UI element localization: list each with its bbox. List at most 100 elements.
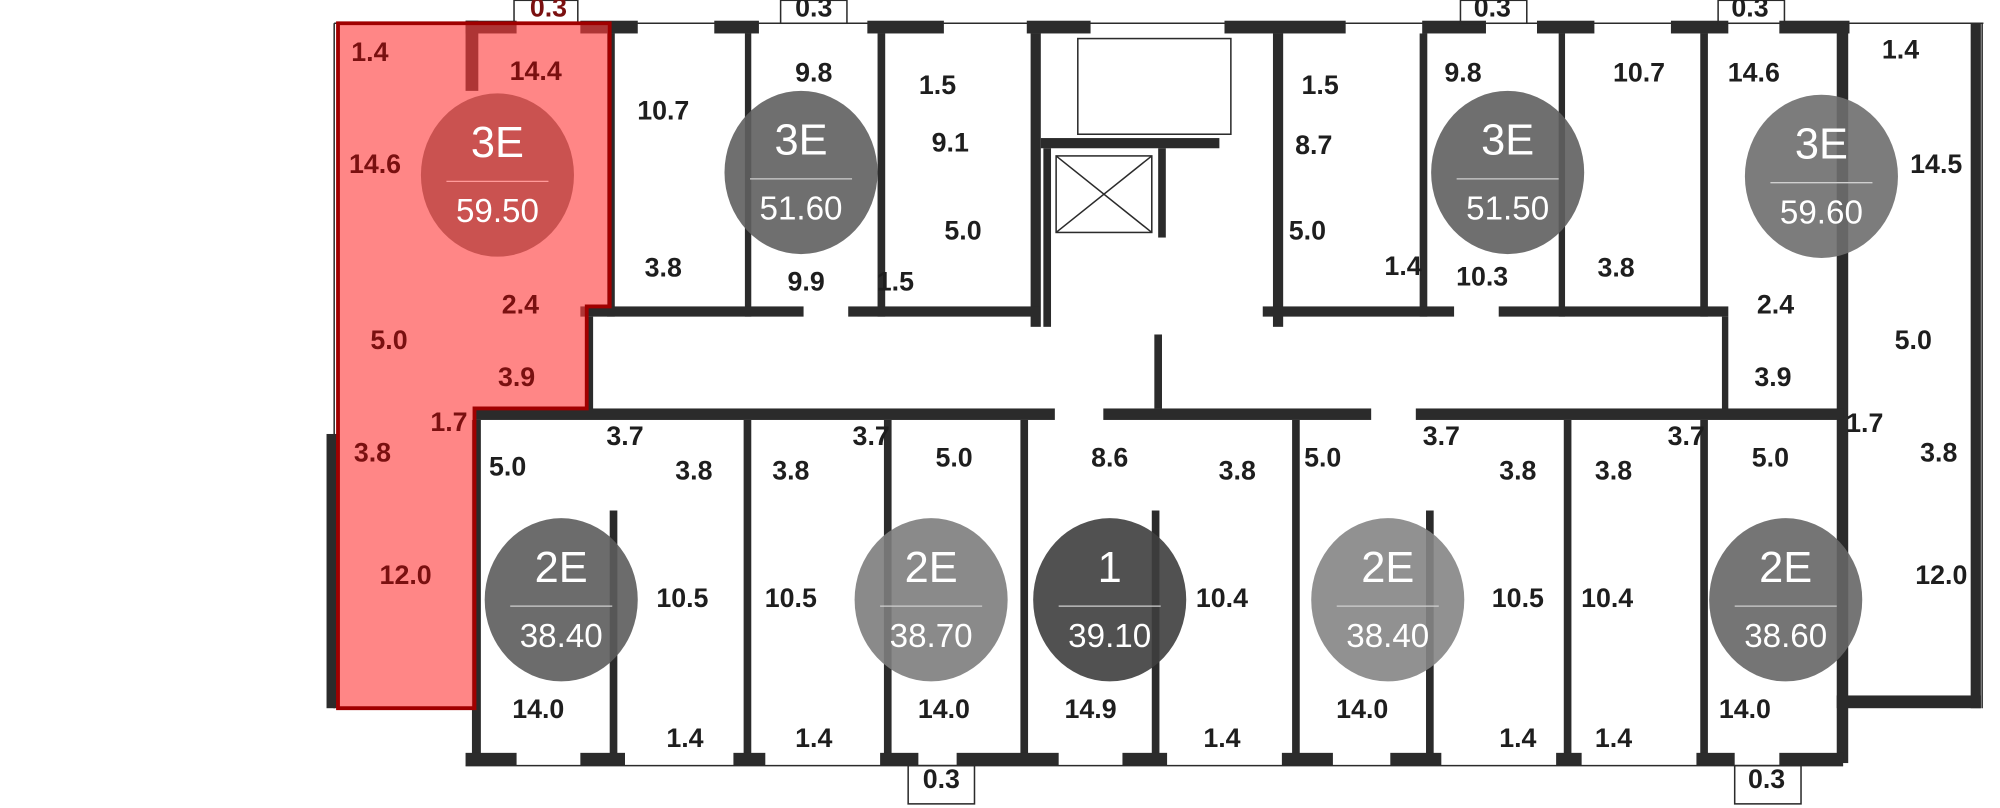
apartment-type: 3E <box>774 117 827 165</box>
apartment-type: 3E <box>1795 120 1848 168</box>
room-area-label: 14.6 <box>1728 57 1780 87</box>
room-area-label: 5.0 <box>1752 443 1789 473</box>
apartment-circle[interactable] <box>1033 518 1187 682</box>
room-area-label: 10.4 <box>1581 583 1633 613</box>
apartment-area: 59.50 <box>456 193 539 230</box>
room-area-label: 3.8 <box>645 253 682 283</box>
room-area-label: 10.3 <box>1456 261 1508 291</box>
room-area-label: 9.1 <box>932 128 969 158</box>
room-area-label: 3.9 <box>1754 362 1791 392</box>
room-area-label: 1.5 <box>919 70 956 100</box>
apartment-circle[interactable] <box>1709 518 1863 682</box>
room-area-label: 1.4 <box>1882 34 1919 64</box>
room-area-label: 10.7 <box>1613 57 1665 87</box>
room-area-label: 0.3 <box>795 0 832 22</box>
room-area-label: 2.4 <box>502 290 539 320</box>
room-area-label: 1.4 <box>1203 723 1240 753</box>
room-area-label: 3.8 <box>772 455 809 485</box>
apartment-marker[interactable]: 139.10 <box>1033 518 1187 682</box>
room-area-label: 5.0 <box>935 443 972 473</box>
room-area-label: 3.7 <box>1423 421 1460 451</box>
room-area-label: 5.0 <box>1895 325 1932 355</box>
apartment-type: 3E <box>1481 117 1534 165</box>
apartment-marker[interactable]: 2E 38.40 <box>1311 518 1465 682</box>
room-area-label: 5.0 <box>370 325 407 355</box>
room-area-label: 0.3 <box>1731 0 1768 22</box>
room-area-label: 5.0 <box>1289 216 1326 246</box>
apartment-area: 38.60 <box>1744 618 1827 655</box>
room-area-label: 0.3 <box>923 764 960 794</box>
room-area-label: 9.8 <box>795 57 832 87</box>
room-area-label: 12.0 <box>1915 560 1967 590</box>
room-area-label: 1.4 <box>1499 723 1536 753</box>
apartment-circle[interactable] <box>854 518 1008 682</box>
apartment-type: 2E <box>1361 544 1414 592</box>
room-area-label: 9.9 <box>788 267 825 297</box>
room-area-label: 10.7 <box>637 96 689 126</box>
apartment-type: 1 <box>1098 544 1122 592</box>
room-area-label: 9.8 <box>1444 57 1481 87</box>
room-area-label: 5.0 <box>1304 443 1341 473</box>
room-area-label: 1.5 <box>1302 70 1339 100</box>
apartment-circle[interactable] <box>420 93 574 257</box>
room-area-label: 10.4 <box>1196 583 1248 613</box>
room-area-label: 0.3 <box>530 0 567 22</box>
room-area-label: 3.8 <box>1597 253 1634 283</box>
room-area-label: 14.6 <box>349 149 401 179</box>
apartment-type: 2E <box>905 544 958 592</box>
apartment-type: 2E <box>1759 544 1812 592</box>
apartment-markers: 3E59.503E51.603E51.503E59.602E38.402E38.… <box>420 90 1898 682</box>
room-area-label: 14.5 <box>1910 149 1962 179</box>
room-area-label: 8.7 <box>1295 130 1332 160</box>
room-area-label: 3.9 <box>498 362 535 392</box>
room-area-label: 1.4 <box>666 723 703 753</box>
room-area-label: 10.5 <box>765 583 817 613</box>
apartment-area: 39.10 <box>1068 618 1151 655</box>
room-area-label: 5.0 <box>944 216 981 246</box>
apartment-marker[interactable]: 3E 59.50 <box>420 93 574 257</box>
room-area-label: 14.0 <box>1336 694 1388 724</box>
apartment-circle[interactable] <box>1311 518 1465 682</box>
room-area-label: 14.4 <box>510 56 562 86</box>
apartment-area: 51.60 <box>760 191 843 228</box>
room-area-label: 14.0 <box>918 694 970 724</box>
room-area-label: 0.3 <box>1748 764 1785 794</box>
room-area-labels: 1.4 14.4 0.3 14.6 5.0 2.4 3.9 1.7 3.8 12.0 10.7 9.8… <box>349 0 1967 794</box>
room-area-label: 14.9 <box>1065 694 1117 724</box>
apartment-marker[interactable]: 3E 51.60 <box>724 90 878 255</box>
apartment-marker[interactable]: 2E 38.70 <box>854 518 1008 682</box>
room-area-label: 14.0 <box>512 694 564 724</box>
room-area-label: 3.7 <box>606 421 643 451</box>
apartment-circle[interactable] <box>1431 90 1585 255</box>
apartment-circle[interactable] <box>1744 94 1898 258</box>
room-area-label: 1.4 <box>1595 723 1632 753</box>
room-area-label: 1.4 <box>795 723 832 753</box>
room-area-label: 0.3 <box>1474 0 1511 22</box>
apartment-type: 3E <box>471 119 524 167</box>
room-area-label: 8.6 <box>1091 443 1128 473</box>
room-area-label: 3.8 <box>354 437 391 467</box>
room-area-label: 3.8 <box>675 455 712 485</box>
room-area-label: 10.5 <box>656 583 708 613</box>
room-area-label: 3.8 <box>1219 455 1256 485</box>
room-area-label: 3.7 <box>853 421 890 451</box>
room-area-label: 1.5 <box>877 267 914 297</box>
room-area-label: 3.7 <box>1668 421 1705 451</box>
room-area-label: 14.0 <box>1719 694 1771 724</box>
apartment-area: 38.40 <box>1346 618 1429 655</box>
room-area-label: 5.0 <box>489 451 526 481</box>
room-area-label: 3.8 <box>1499 455 1536 485</box>
apartment-type: 2E <box>535 544 588 592</box>
apartment-area: 38.70 <box>890 618 973 655</box>
room-area-label: 12.0 <box>380 560 432 590</box>
apartment-marker[interactable]: 2E 38.60 <box>1709 518 1863 682</box>
room-area-label: 1.7 <box>430 407 467 437</box>
apartment-circle[interactable] <box>484 518 638 682</box>
room-area-label: 1.4 <box>1384 251 1421 281</box>
room-area-label: 1.4 <box>351 37 388 67</box>
apartment-circle[interactable] <box>724 90 878 255</box>
